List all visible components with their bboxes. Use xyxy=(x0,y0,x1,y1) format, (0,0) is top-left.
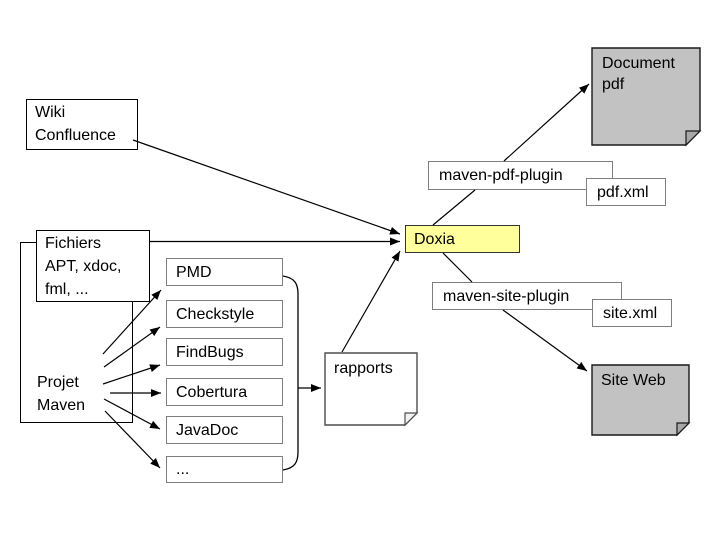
reports-group-bracket xyxy=(282,275,299,471)
node-report-javadoc: JavaDoc xyxy=(166,416,283,444)
note-document-pdf-label: Document pdf xyxy=(602,55,675,93)
node-doxia: Doxia xyxy=(405,225,520,253)
line-doxia-to-maven-site-plugin xyxy=(442,252,473,283)
node-report-checkstyle: Checkstyle xyxy=(166,300,283,328)
arrow-rapports-to-doxia xyxy=(341,250,401,353)
node-site-xml: site.xml xyxy=(592,299,672,327)
arrow-maven-pdf-plugin-to-document-pdf xyxy=(503,83,590,162)
node-report-more: ... xyxy=(166,456,283,483)
note-site-web-label: Site Web xyxy=(601,372,666,389)
arrow-wiki-to-doxia xyxy=(132,139,401,235)
node-wiki-confluence: Wiki Confluence xyxy=(26,99,138,150)
node-maven-site-plugin: maven-site-plugin xyxy=(432,282,622,310)
line-doxia-to-maven-pdf-plugin xyxy=(432,189,476,226)
node-maven-pdf-plugin: maven-pdf-plugin xyxy=(428,161,613,190)
node-report-findbugs: FindBugs xyxy=(166,338,283,366)
node-pdf-xml: pdf.xml xyxy=(586,178,666,206)
note-rapports-label: rapports xyxy=(334,360,393,377)
node-projet-maven-label: Projet Maven xyxy=(37,374,86,414)
node-fichiers: Fichiers APT, xdoc, fml, ... xyxy=(36,230,150,302)
arrow-maven-site-plugin-to-site-web xyxy=(502,309,588,372)
node-report-cobertura: Cobertura xyxy=(166,378,283,406)
node-report-pmd: PMD xyxy=(166,258,283,286)
